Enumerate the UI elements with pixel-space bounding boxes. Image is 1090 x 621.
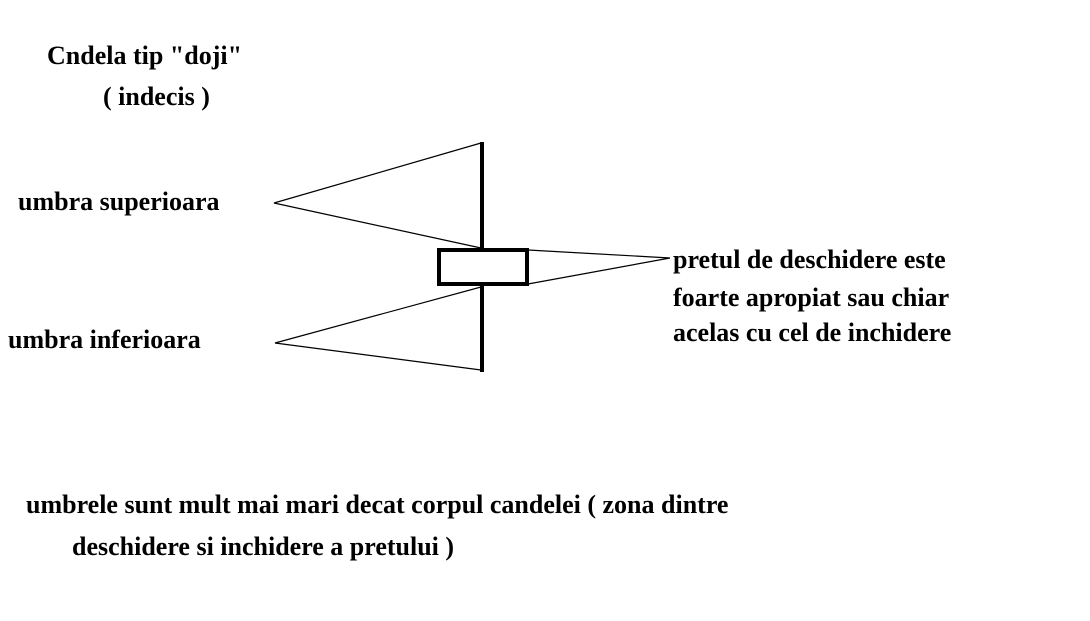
body-note-line-2: foarte apropiat sau chiar: [673, 283, 950, 312]
footer-note-line-1: umbrele sunt mult mai mari decat corpul …: [26, 490, 729, 519]
diagram-title: Cndela tip "doji": [47, 41, 243, 70]
diagram-subtitle: ( indecis ): [103, 82, 210, 111]
lower-shadow-pointer: [274, 286, 482, 371]
lower-shadow-label: umbra inferioara: [8, 325, 201, 354]
body-pointer: [527, 249, 671, 285]
footer-note-line-2: deschidere si inchidere a pretului ): [72, 532, 455, 561]
candle-body: [437, 248, 529, 286]
upper-shadow-label: umbra superioara: [18, 187, 220, 216]
upper-shadow-pointer: [273, 142, 482, 249]
body-note-line-1: pretul de deschidere este: [673, 245, 946, 274]
body-note-line-3: acelas cu cel de inchidere: [673, 318, 952, 347]
